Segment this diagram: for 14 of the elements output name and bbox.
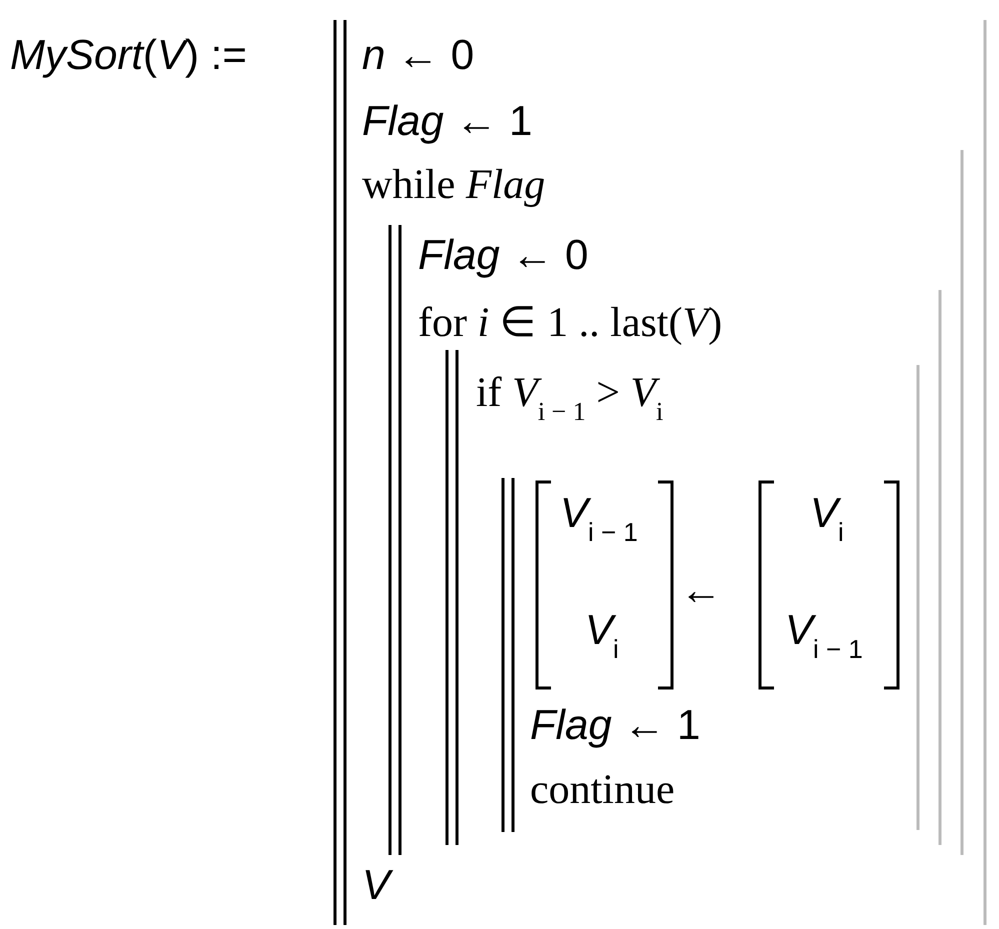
assignment-arrow: ← <box>680 565 722 615</box>
while-statement: while Flag <box>362 161 546 210</box>
for-statement: for i ∈ 1 .. last(V) <box>418 299 722 348</box>
assignment-statement: Flag ← 0 <box>418 230 588 280</box>
assignment-statement: Flag ← 1 <box>530 700 700 750</box>
function-definition: MySort(V) := <box>10 30 247 80</box>
if-statement: if V$_{i − 1}$ > V$_{i}$ <box>476 369 664 428</box>
matrix-entry: V$_{i}$ <box>585 605 619 666</box>
assignment-statement: n ← 0 <box>362 30 474 80</box>
continue-statement: continue <box>530 766 675 815</box>
matrix-entry: V$_{i − 1}$ <box>785 605 863 666</box>
matrix-entry: V$_{i − 1}$ <box>560 488 638 549</box>
matrix-entry: V$_{i}$ <box>810 488 844 549</box>
assignment-statement: Flag ← 1 <box>362 96 532 146</box>
